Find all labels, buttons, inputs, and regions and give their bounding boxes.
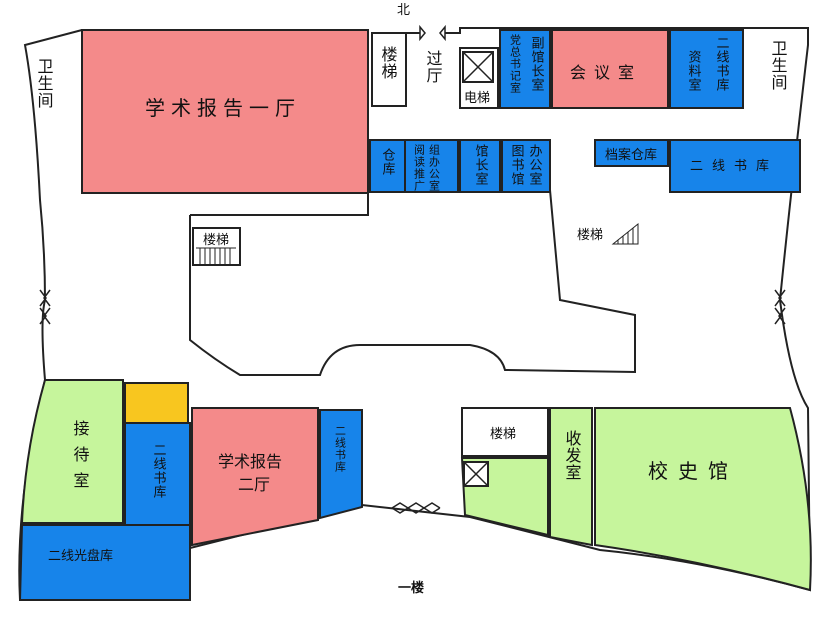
room-party-secretary-label: 党总书记室 — [509, 34, 522, 94]
room-reading-promo[interactable] — [404, 139, 459, 193]
room-elevator-label: 电梯 — [464, 91, 490, 106]
room-archive-label: 档案仓库 — [605, 147, 657, 163]
floor-title: 一楼 — [398, 580, 424, 596]
room-mailroom-label: 收发室 — [563, 430, 582, 481]
room-party-secretary[interactable] — [499, 29, 551, 109]
room-deputy-curator-label: 副馆长室 — [529, 36, 545, 92]
room-cd-stack[interactable] — [18, 524, 191, 601]
room-wc-right-label: 卫生间 — [769, 40, 788, 91]
room-materials-stack[interactable] — [669, 29, 744, 109]
door-icon[interactable] — [391, 502, 441, 514]
room-hall2-label-a: 学术报告 — [218, 452, 282, 471]
room-reading-promo-label-a: 阅读推广 — [413, 144, 426, 192]
room-library-office[interactable] — [501, 139, 551, 193]
elevator-cross-icon — [462, 51, 494, 83]
room-curator-label: 馆长室 — [473, 144, 489, 186]
room-warehouse-label: 仓库 — [380, 148, 396, 176]
room-stack-right[interactable] — [669, 139, 801, 193]
room-meeting-label: 会议室 — [570, 63, 642, 82]
room-stairs-mid-right-label: 楼梯 — [577, 228, 603, 243]
room-stairs-mid-left-label: 楼梯 — [203, 233, 229, 248]
door-icon[interactable] — [774, 289, 786, 325]
inner-courtyard — [189, 189, 636, 376]
room-stairs-mid-left[interactable] — [192, 227, 241, 266]
elevator-cross-icon — [463, 461, 489, 487]
stairs-icon — [196, 247, 236, 264]
room-mailroom[interactable] — [549, 407, 593, 547]
door-icon[interactable] — [39, 289, 51, 325]
room-stack-bl-label: 二线书库 — [151, 443, 167, 499]
room-materials-label: 资料室 — [686, 50, 702, 92]
room-stairs-bottom-label: 楼梯 — [490, 427, 516, 442]
room-hall2[interactable] — [191, 407, 319, 547]
room-curator[interactable] — [459, 139, 501, 193]
room-meeting[interactable] — [551, 29, 669, 109]
room-hall1[interactable] — [81, 29, 369, 194]
room-yellow[interactable] — [124, 382, 189, 424]
room-warehouse[interactable] — [369, 139, 406, 193]
room-stack-bm[interactable] — [319, 409, 363, 520]
room-history-label: 校史馆 — [648, 459, 738, 483]
room-library-office-label-a: 图书馆 — [509, 144, 525, 186]
room-stack-top-label: 二线书库 — [714, 36, 730, 92]
room-lobby-label: 过厅 — [424, 50, 443, 84]
room-stairs-bottom[interactable] — [461, 407, 549, 457]
room-reading-promo-label-b: 组办公室 — [428, 143, 441, 192]
room-hall2-label-b: 二厅 — [238, 475, 270, 494]
stairs-icon — [611, 222, 639, 245]
room-stairs-top[interactable] — [371, 32, 407, 107]
room-wc-left-label: 卫生间 — [35, 58, 54, 109]
room-stack-right-label: 二线书库 — [690, 158, 778, 174]
room-stairs-top-label: 楼梯 — [379, 46, 398, 80]
room-reception[interactable] — [20, 379, 124, 524]
room-reception-label: 接待室 — [71, 420, 90, 498]
room-archive[interactable] — [594, 139, 669, 167]
room-stack-bm-label: 二线书库 — [334, 425, 347, 473]
door-icon[interactable] — [419, 24, 446, 42]
room-hall1-label: 学术报告一厅 — [145, 96, 301, 120]
north-indicator: 北 — [397, 3, 410, 18]
room-cd-stack-label: 二线光盘库 — [48, 548, 113, 564]
room-history[interactable] — [594, 407, 812, 592]
room-library-office-label-b: 办公室 — [527, 144, 543, 186]
